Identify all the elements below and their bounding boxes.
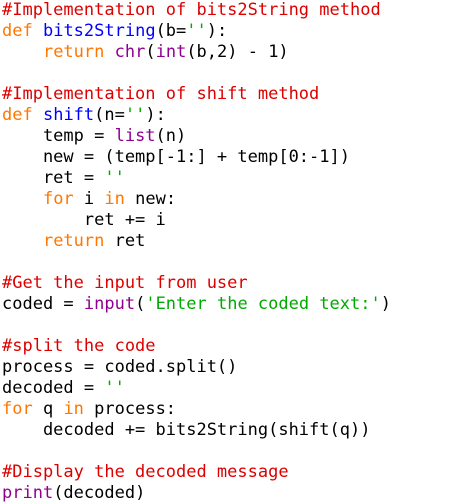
keyword-token: return	[42, 231, 105, 251]
code-line: #split the code	[0, 336, 463, 357]
code-line: #Get the input from user	[0, 273, 463, 294]
code-text-token: decoded += bits2String(shift(q))	[2, 420, 371, 440]
code-line: decoded += bits2String(shift(q))	[0, 420, 463, 441]
code-line: process = coded.split()	[0, 357, 463, 378]
code-text-token: q	[32, 399, 64, 419]
code-line: decoded = ''	[0, 378, 463, 399]
code-text-token: (	[145, 42, 156, 62]
string-token: ''	[186, 21, 207, 41]
function-name-token: shift	[42, 105, 95, 125]
code-text-token: (n=	[94, 105, 125, 125]
code-line	[0, 63, 463, 84]
code-text-token: coded =	[2, 294, 84, 314]
code-line: def bits2String(b=''):	[0, 21, 463, 42]
code-line: coded = input('Enter the coded text:')	[0, 294, 463, 315]
code-text-token: ret =	[2, 168, 105, 188]
code-line: for i in new:	[0, 189, 463, 210]
code-line: for q in process:	[0, 399, 463, 420]
code-text-token: (decoded)	[53, 483, 146, 503]
code-text-token	[33, 105, 43, 125]
code-line: #Implementation of shift method	[0, 84, 463, 105]
code-line: return chr(int(b,2) - 1)	[0, 42, 463, 63]
keyword-token: in	[104, 189, 125, 209]
builtin-token: chr	[114, 42, 146, 62]
code-text-token	[2, 42, 43, 62]
keyword-token: def	[2, 105, 33, 125]
builtin-token: int	[155, 42, 187, 62]
code-text-token	[2, 189, 43, 209]
code-text-token: (	[135, 294, 146, 314]
string-token: ''	[104, 168, 125, 188]
code-line: #Implementation of bits2String method	[0, 0, 463, 21]
code-line: #Display the decoded message	[0, 462, 463, 483]
keyword-token: return	[42, 42, 105, 62]
function-name-token: bits2String	[42, 21, 156, 41]
code-line	[0, 252, 463, 273]
code-line: temp = list(n)	[0, 126, 463, 147]
code-line	[0, 441, 463, 462]
code-text-token	[104, 42, 114, 62]
code-line: return ret	[0, 231, 463, 252]
code-text-token: (b,2) - 1)	[186, 42, 289, 62]
keyword-token: for	[2, 399, 33, 419]
comment-token: #Get the input from user	[2, 273, 248, 293]
code-line	[0, 315, 463, 336]
string-token: ''	[124, 105, 146, 125]
code-text-token	[2, 231, 43, 251]
code-line: print(decoded)	[0, 483, 463, 504]
code-text-token: ret	[104, 231, 146, 251]
code-text-token: i	[73, 189, 105, 209]
keyword-token: in	[63, 399, 84, 419]
code-text-token: ):	[145, 105, 166, 125]
builtin-token: list	[114, 126, 156, 146]
code-text-token: (b=	[155, 21, 187, 41]
code-text-token: new = (temp[-1:] + temp[0:-1])	[2, 147, 350, 167]
string-token: ''	[104, 378, 125, 398]
code-line: ret += i	[0, 210, 463, 231]
code-text-token: ret += i	[2, 210, 166, 230]
comment-token: #Display the decoded message	[2, 462, 289, 482]
code-text-token: )	[380, 294, 391, 314]
builtin-token: input	[83, 294, 136, 314]
code-line: ret = ''	[0, 168, 463, 189]
code-text-token: ):	[206, 21, 228, 41]
keyword-token: def	[2, 21, 33, 41]
code-text-token: new:	[124, 189, 177, 209]
comment-token: #split the code	[2, 336, 156, 356]
code-line: new = (temp[-1:] + temp[0:-1])	[0, 147, 463, 168]
code-text-token: temp =	[2, 126, 115, 146]
keyword-token: for	[42, 189, 74, 209]
code-text-token: process = coded.split()	[2, 357, 238, 377]
comment-token: #Implementation of bits2String method	[2, 0, 381, 20]
code-line: def shift(n=''):	[0, 105, 463, 126]
comment-token: #Implementation of shift method	[2, 84, 320, 104]
string-token: 'Enter the coded text:'	[145, 294, 381, 314]
code-text-token	[33, 21, 43, 41]
code-text-token: process:	[83, 399, 177, 419]
builtin-token: print	[2, 483, 54, 503]
code-text-token: (n)	[155, 126, 187, 146]
code-text-token: decoded =	[2, 378, 105, 398]
